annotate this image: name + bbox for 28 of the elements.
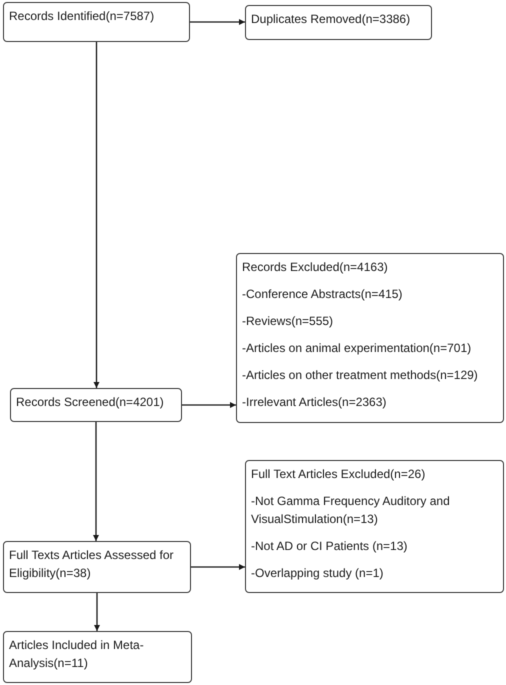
list-item: -Conference Abstracts(n=415)	[242, 286, 404, 303]
list-item: -Articles on other treatment methods(n=129)	[242, 367, 479, 384]
list-item: -Not AD or CI Patients (n=13)	[251, 538, 408, 555]
process-box	[3, 541, 191, 593]
list-item: -Not Gamma Frequency Auditory and VisualStimulation(n=13)	[251, 493, 451, 528]
arrow	[182, 402, 236, 408]
exclusion-box	[236, 253, 504, 423]
arrow	[94, 593, 100, 631]
list-item: -Overlapping study (n=1)	[251, 565, 384, 582]
arrow	[93, 422, 99, 541]
arrow	[94, 42, 100, 388]
process-box	[3, 631, 192, 683]
list-item: -Reviews(n=555)	[242, 313, 334, 330]
box-title: Full Texts Articles Assessed for Eligibility(n=38)	[9, 547, 175, 582]
box-title: Records Screened(n=4201)	[16, 394, 165, 411]
process-box	[245, 5, 432, 40]
process-box	[3, 2, 190, 42]
list-item: -Irrelevant Articles(n=2363)	[242, 394, 388, 411]
process-box	[10, 388, 182, 422]
box-title: Records Identified(n=7587)	[9, 8, 156, 25]
list-item: -Articles on animal experimentation(n=701)	[242, 340, 472, 357]
arrow	[190, 19, 245, 25]
box-title: Records Excluded(n=4163)	[242, 259, 389, 276]
exclusion-box	[245, 460, 504, 593]
arrow	[191, 564, 245, 570]
box-title: Full Text Articles Excluded(n=26)	[251, 466, 426, 483]
box-title: Duplicates Removed(n=3386)	[251, 11, 412, 28]
box-title: Articles Included in Meta-Analysis(n=11)	[9, 637, 145, 672]
